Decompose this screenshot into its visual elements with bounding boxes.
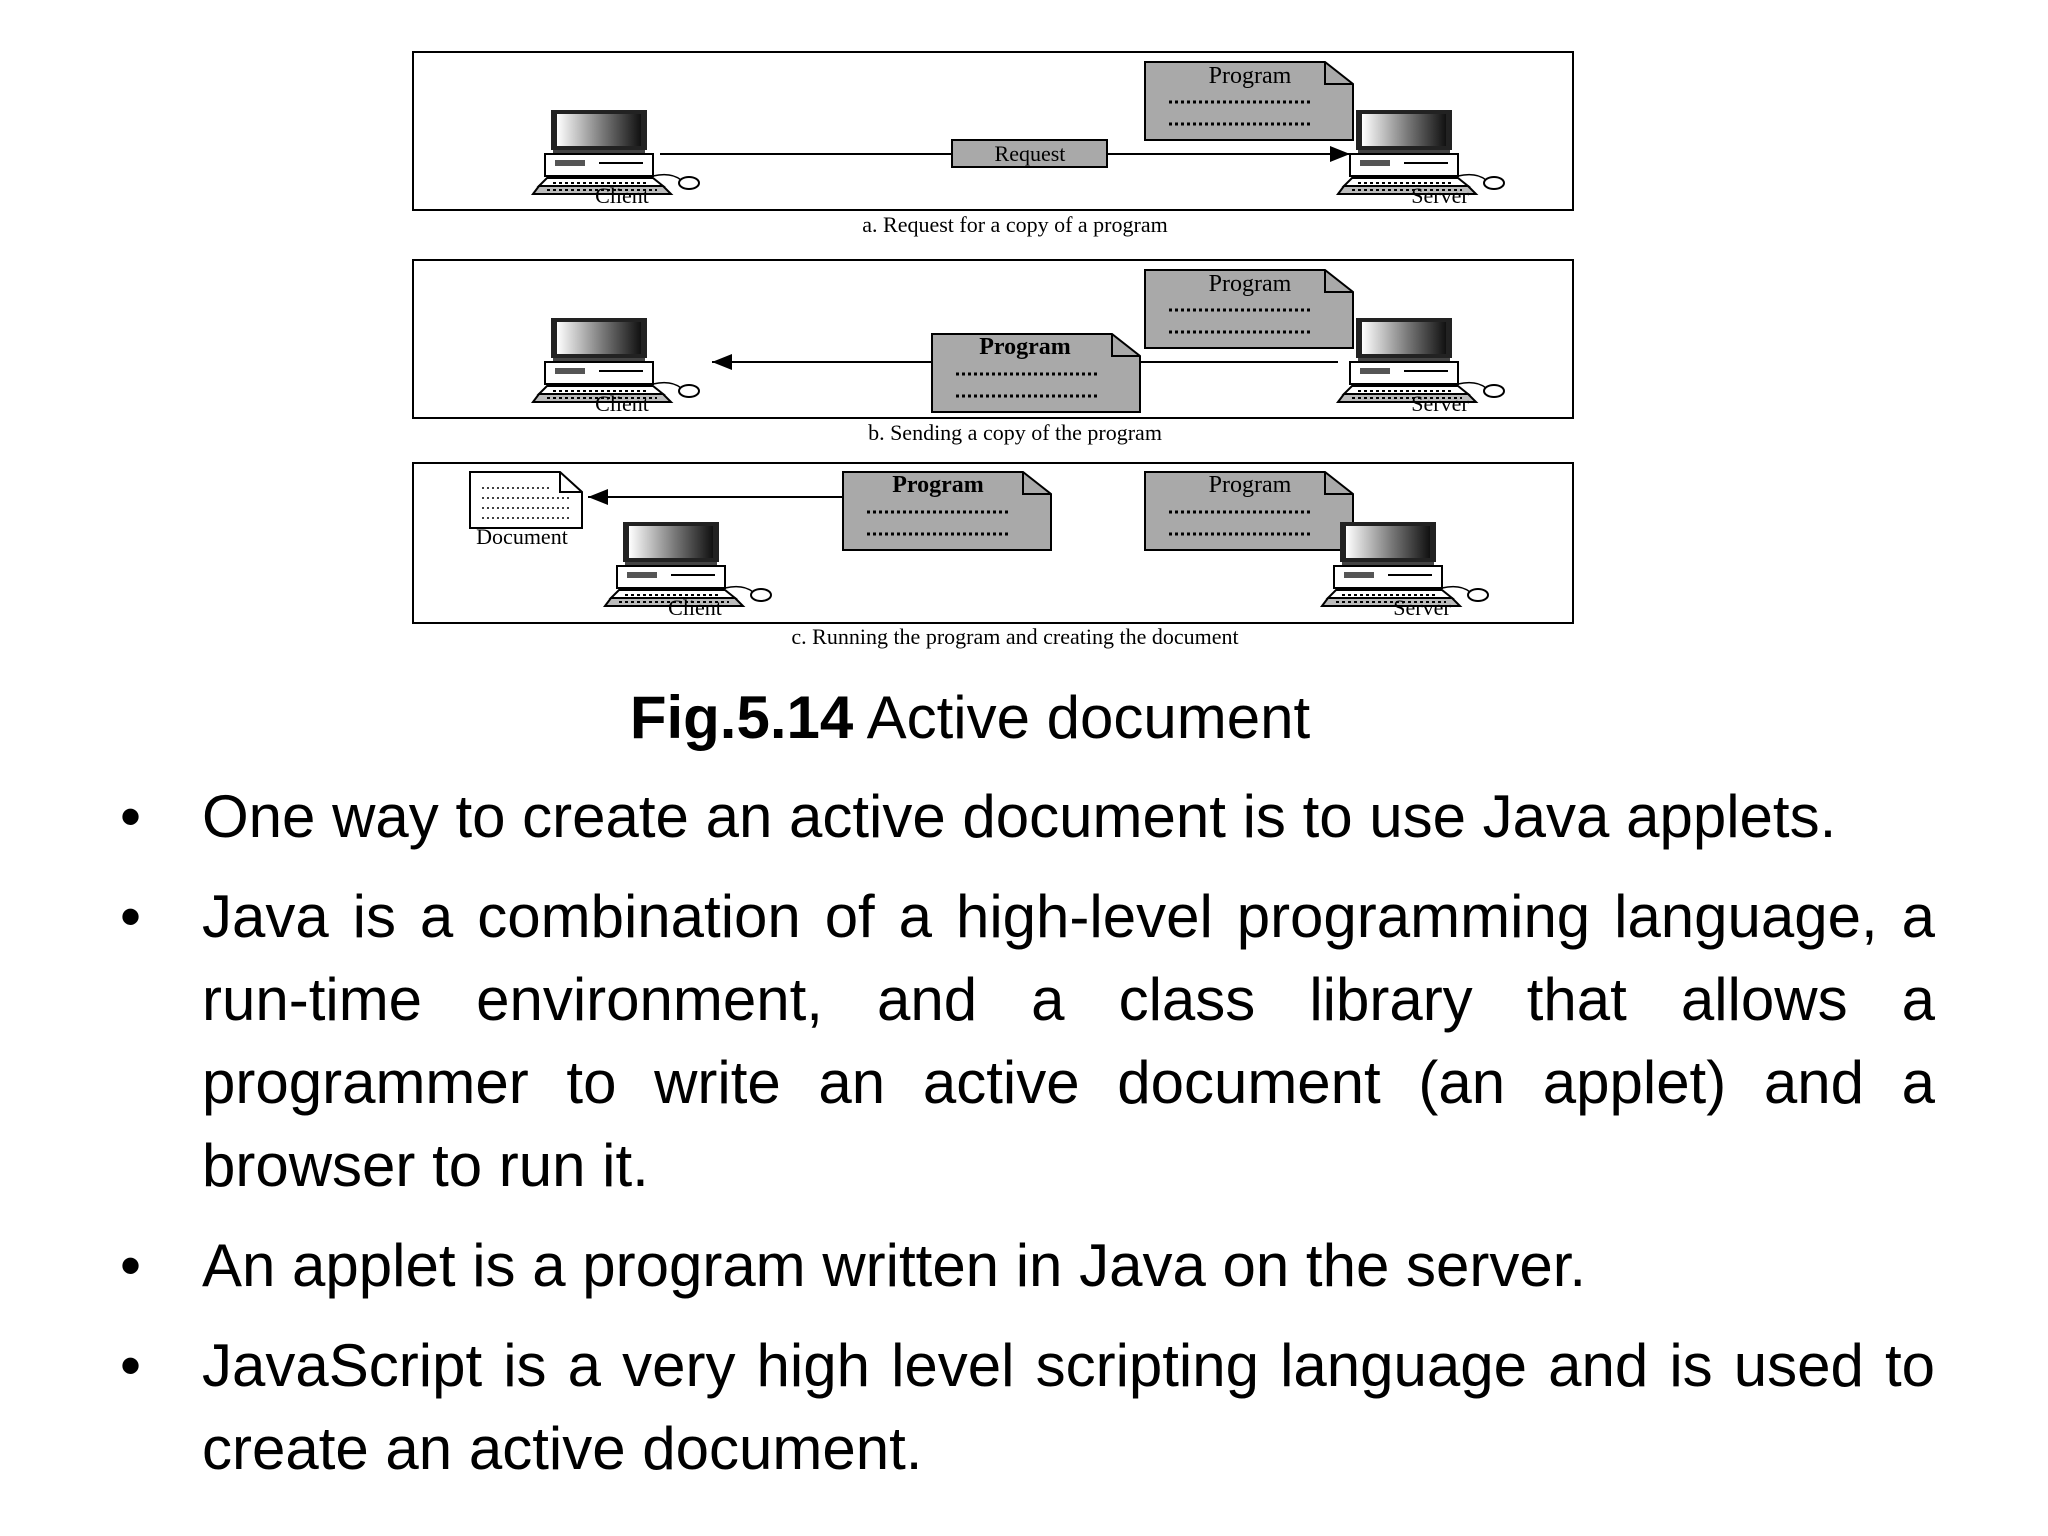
request-label: Request (995, 141, 1066, 166)
server-computer-icon (1337, 317, 1505, 403)
client-computer-icon (532, 109, 700, 195)
figure-caption: Fig.5.14 Active document (0, 682, 1940, 754)
sent-program-label: Program (979, 334, 1071, 360)
client-label: Client (595, 391, 649, 416)
list-item: • Java is a combination of a high-level p… (120, 875, 1935, 1207)
server-label: Server (1411, 183, 1469, 208)
client-program-label: Program (892, 472, 984, 498)
client-label: Client (595, 183, 649, 208)
document-label: Document (476, 524, 568, 549)
request-box (951, 139, 1108, 168)
server-program-label: Program (1209, 63, 1292, 89)
server-program-label: Program (1209, 271, 1292, 297)
document-icon (469, 471, 583, 529)
bullet-text: JavaScript is a very high level scriptin… (202, 1332, 1935, 1482)
bullet-icon: • (120, 1232, 142, 1299)
figure-title: Active document (866, 684, 1311, 751)
bullet-text: One way to create an active document is … (202, 783, 1837, 850)
list-item: • JavaScript is a very high level scripti… (120, 1324, 1935, 1490)
server-program-label: Program (1209, 472, 1292, 498)
client-label: Client (668, 595, 722, 620)
panel-c-caption: c. Running the program and creating the … (791, 624, 1238, 649)
server-computer-icon (1337, 109, 1505, 195)
panel-b: Program Program Client Server b. Sending… (412, 259, 1574, 445)
bullet-icon: • (120, 783, 142, 850)
figure-active-document: Program Request Client Server a. Request… (412, 51, 1574, 649)
panel-b-caption: b. Sending a copy of the program (868, 420, 1162, 445)
server-label: Server (1411, 391, 1469, 416)
server-label: Server (1393, 595, 1451, 620)
figure-number: Fig.5.14 (629, 684, 854, 751)
panel-a: Program Request Client Server a. Request… (412, 51, 1574, 237)
bullet-text: An applet is a program written in Java o… (202, 1232, 1587, 1299)
panel-c: Document Program Program Client Server c… (412, 462, 1574, 649)
list-item: • One way to create an active document is… (120, 775, 1935, 858)
client-computer-icon (604, 521, 772, 607)
list-item: • An applet is a program written in Java … (120, 1224, 1935, 1307)
bullet-icon: • (120, 1332, 142, 1399)
panel-a-caption: a. Request for a copy of a program (862, 212, 1167, 237)
bullet-text: Java is a combination of a high-level pr… (202, 883, 1935, 1199)
client-computer-icon (532, 317, 700, 403)
server-computer-icon (1321, 521, 1489, 607)
bullet-list: • One way to create an active document is… (120, 775, 1935, 1507)
bullet-icon: • (120, 883, 142, 950)
